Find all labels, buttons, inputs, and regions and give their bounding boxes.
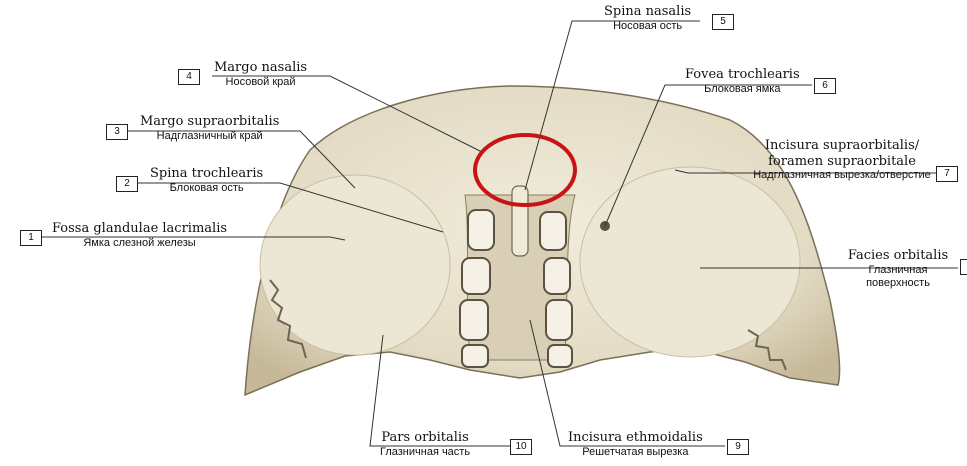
russian-term: Глазничная поверхность xyxy=(838,264,958,290)
russian-term: Блоковая ямка xyxy=(685,83,800,96)
russian-term: Глазничная часть xyxy=(380,446,470,459)
label-number-5: 5 xyxy=(712,14,734,30)
latin-term: Spina trochlearis xyxy=(150,166,263,182)
nasal-spine xyxy=(512,186,528,256)
russian-term: Блоковая ость xyxy=(150,182,263,195)
latin-term: Incisura supraorbitalis/ foramen supraor… xyxy=(752,138,932,169)
label-number-8: 8 xyxy=(960,259,967,275)
right-orbital-plate xyxy=(580,167,800,357)
label-fovea-trochlearis: Fovea trochlearis Блоковая ямка xyxy=(685,67,800,96)
label-number-6: 6 xyxy=(814,78,836,94)
russian-term: Надглазничный край xyxy=(140,130,279,143)
latin-term: Margo nasalis xyxy=(214,60,307,76)
label-incisura-ethmoidalis: Incisura ethmoidalis Решетчатая вырезка xyxy=(568,430,703,459)
label-facies-orbitalis: Facies orbitalis Глазничная поверхность xyxy=(838,248,958,290)
label-spina-trochlearis: Spina trochlearis Блоковая ость xyxy=(150,166,263,195)
latin-term: Incisura ethmoidalis xyxy=(568,430,703,446)
latin-term: Pars orbitalis xyxy=(380,430,470,446)
latin-term: Facies orbitalis xyxy=(838,248,958,264)
label-number-1: 1 xyxy=(20,230,42,246)
latin-term: Fovea trochlearis xyxy=(685,67,800,83)
label-number-4: 4 xyxy=(178,69,200,85)
russian-term: Носовой край xyxy=(214,76,307,89)
label-margo-supraorbitalis: Margo supraorbitalis Надглазничный край xyxy=(140,114,279,143)
label-number-10: 10 xyxy=(510,439,532,455)
label-number-2: 2 xyxy=(116,176,138,192)
latin-term: Spina nasalis xyxy=(604,4,691,20)
label-number-3: 3 xyxy=(106,124,128,140)
label-fossa-glandulae-lacrimalis: Fossa glandulae lacrimalis Ямка слезной … xyxy=(52,221,227,250)
label-number-7: 7 xyxy=(936,166,958,182)
label-margo-nasalis: Margo nasalis Носовой край xyxy=(214,60,307,89)
label-pars-orbitalis: Pars orbitalis Глазничная часть xyxy=(380,430,470,459)
latin-term: Margo supraorbitalis xyxy=(140,114,279,130)
russian-term: Носовая ость xyxy=(604,20,691,33)
latin-term: Fossa glandulae lacrimalis xyxy=(52,221,227,237)
russian-term: Ямка слезной железы xyxy=(52,237,227,250)
russian-term: Решетчатая вырезка xyxy=(568,446,703,459)
left-orbital-plate xyxy=(260,175,450,355)
russian-term: Надглазничная вырезка/отверстие xyxy=(752,169,932,182)
label-spina-nasalis: Spina nasalis Носовая ость xyxy=(604,4,691,33)
label-incisura-supraorbitalis: Incisura supraorbitalis/ foramen supraor… xyxy=(752,138,932,182)
label-number-9: 9 xyxy=(727,439,749,455)
